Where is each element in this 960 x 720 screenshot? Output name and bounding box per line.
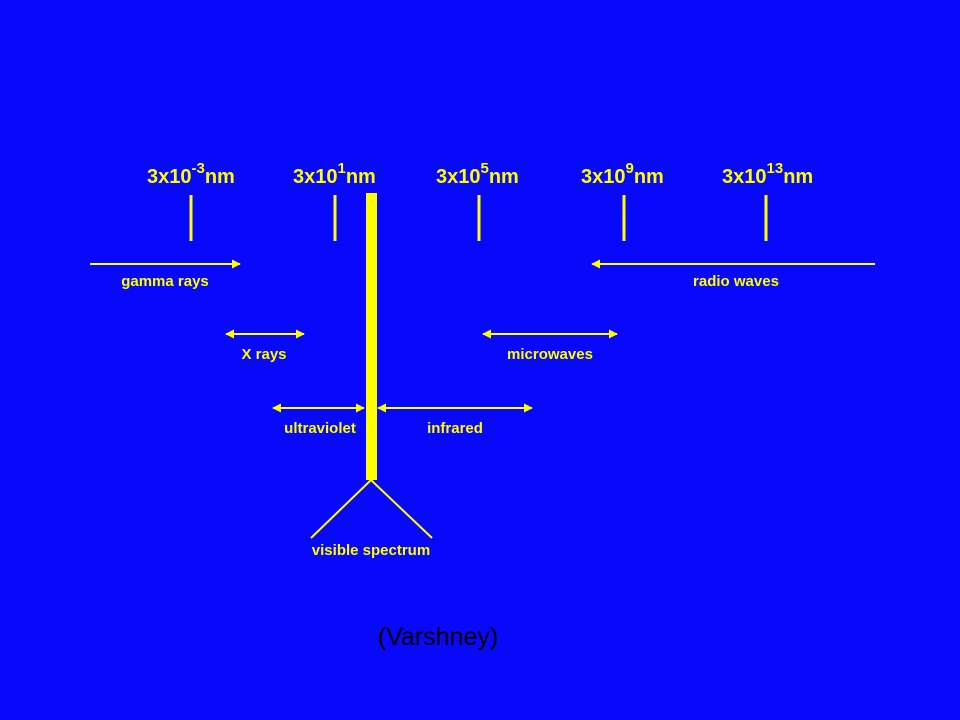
tick-label-0: 3x10-3nm [147, 160, 235, 188]
radio-label: radio waves [693, 273, 779, 290]
visible-fan-right [370, 479, 433, 539]
caption: (Varshney) [378, 623, 498, 651]
gamma-label: gamma rays [121, 273, 209, 290]
tick-label-1: 3x101nm [293, 160, 376, 188]
microwave-label: microwaves [507, 346, 593, 363]
visible-label: visible spectrum [312, 542, 430, 559]
band-arrows [90, 259, 875, 539]
visible-fan-left [310, 479, 372, 539]
tick-marks [189, 195, 768, 241]
tick-label-2: 3x105nm [436, 160, 519, 188]
infrared-label: infrared [427, 420, 483, 437]
tick-label-3: 3x109nm [581, 160, 664, 188]
tick-label-4: 3x1013nm [722, 160, 813, 188]
xray-label: X rays [241, 346, 286, 363]
ultraviolet-label: ultraviolet [284, 420, 356, 437]
visible-band-bar [366, 193, 377, 480]
